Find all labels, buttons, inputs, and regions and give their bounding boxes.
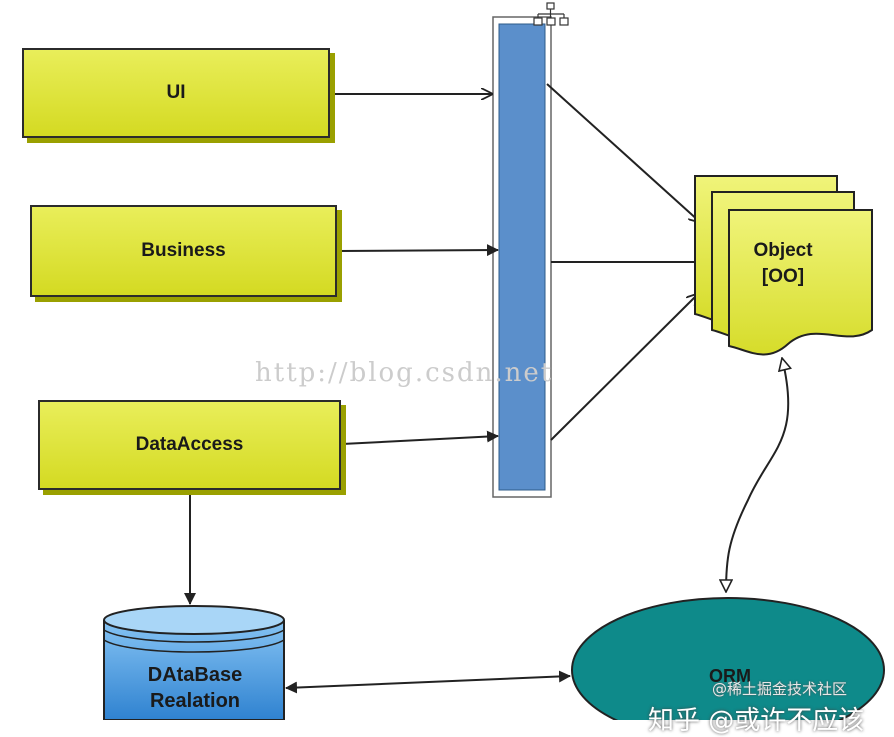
business-layer-box: Business xyxy=(30,205,337,297)
dataaccess-layer-box: DataAccess xyxy=(38,400,341,490)
orm-ellipse xyxy=(571,597,885,720)
database-label-line2: Realation xyxy=(149,690,241,712)
object-label-line1: Object xyxy=(753,240,813,261)
database-label-line1: DAtaBase xyxy=(147,664,243,686)
arrow-bus-to-object-top xyxy=(546,83,700,222)
database-label: DAtaBase Realation xyxy=(120,662,270,714)
object-label-line2: [OO] xyxy=(761,266,805,287)
zhihu-watermark: 知乎 @或许不应该 xyxy=(648,706,865,736)
service-bus-bar xyxy=(492,16,552,498)
arrow-bus-to-object-bottom xyxy=(550,294,698,441)
business-layer-label: Business xyxy=(141,240,226,261)
arrow-dataaccess-to-bus xyxy=(341,430,499,445)
database-cylinder xyxy=(103,605,285,720)
arrow-business-to-bus xyxy=(337,244,499,257)
hierarchy-icon xyxy=(533,2,569,26)
dataaccess-layer-label: DataAccess xyxy=(135,434,244,455)
arrow-object-orm xyxy=(726,358,788,592)
architecture-diagram xyxy=(103,2,885,720)
object-document-stack xyxy=(694,175,873,356)
object-label: Object [OO] xyxy=(742,238,824,290)
csdn-watermark: http://blog.csdn.net xyxy=(255,358,554,388)
ui-layer-label: UI xyxy=(166,82,186,103)
juejin-watermark: @稀土掘金技术社区 xyxy=(712,680,848,698)
ui-layer-box: UI xyxy=(22,48,330,138)
arrow-database-orm xyxy=(285,670,571,694)
orm-label: ORM xyxy=(709,666,751,686)
